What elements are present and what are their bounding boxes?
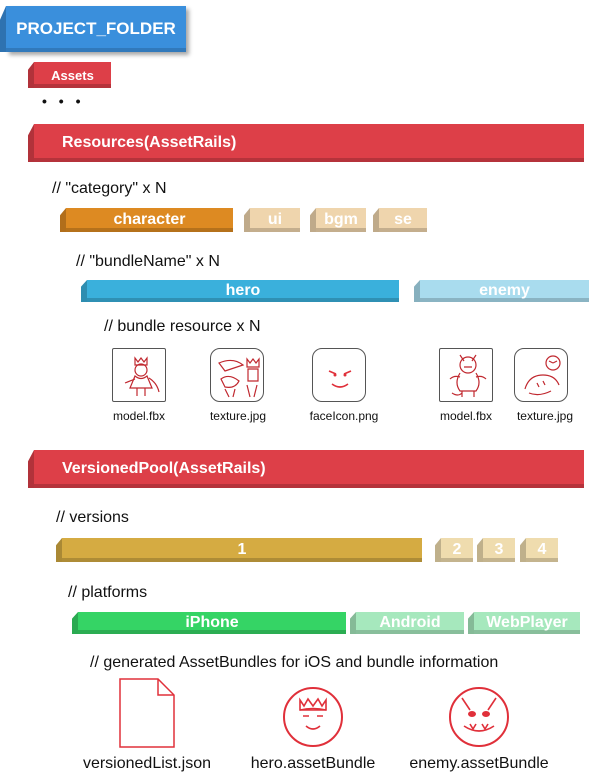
file-name-hero-model: model.fbx: [112, 409, 166, 423]
platform-android: Android: [356, 612, 464, 634]
bundle-resource-comment: // bundle resource x N: [104, 318, 261, 335]
file-name-face-icon: faceIcon.png: [309, 409, 379, 423]
output-name-enemy-bundle: enemy.assetBundle: [409, 755, 549, 772]
output-name-hero-bundle: hero.assetBundle: [250, 755, 376, 772]
generated-comment: // generated AssetBundles for iOS and bu…: [90, 654, 499, 671]
versioned-pool-bar: VersionedPool(AssetRails): [34, 450, 584, 488]
version-1: 1: [62, 538, 422, 562]
platform-webplayer: WebPlayer: [474, 612, 580, 634]
bundle-hero: hero: [87, 280, 399, 302]
hero-bundle-icon: [282, 686, 344, 753]
resources-bar: Resources(AssetRails): [34, 124, 584, 162]
enemy-texture-icon: [514, 348, 568, 402]
version-2: 2: [441, 538, 473, 562]
category-se: se: [379, 208, 427, 232]
hero-model-icon: [112, 348, 166, 402]
enemy-model-icon: [439, 348, 493, 402]
category-character: character: [66, 208, 233, 232]
document-icon: [118, 677, 176, 754]
bundle-enemy: enemy: [420, 280, 589, 302]
output-name-versioned-list: versionedList.json: [82, 755, 212, 772]
file-name-hero-texture: texture.jpg: [209, 409, 267, 423]
platforms-comment: // platforms: [68, 584, 148, 601]
version-4: 4: [526, 538, 558, 562]
enemy-bundle-icon: [448, 686, 510, 753]
category-ui: ui: [250, 208, 300, 232]
project-folder-label: PROJECT_FOLDER: [6, 6, 186, 52]
file-name-enemy-texture: texture.jpg: [516, 409, 574, 423]
ellipsis: • • •: [42, 93, 85, 109]
versions-comment: // versions: [56, 509, 129, 526]
hero-texture-icon: [210, 348, 264, 402]
platform-iphone: iPhone: [78, 612, 346, 634]
face-icon: [312, 348, 366, 402]
file-name-enemy-model: model.fbx: [439, 409, 493, 423]
category-bgm: bgm: [316, 208, 366, 232]
bundle-name-comment: // "bundleName" x N: [76, 253, 220, 270]
category-comment: // "category" x N: [52, 180, 167, 197]
version-3: 3: [483, 538, 515, 562]
assets-label: Assets: [34, 62, 111, 88]
